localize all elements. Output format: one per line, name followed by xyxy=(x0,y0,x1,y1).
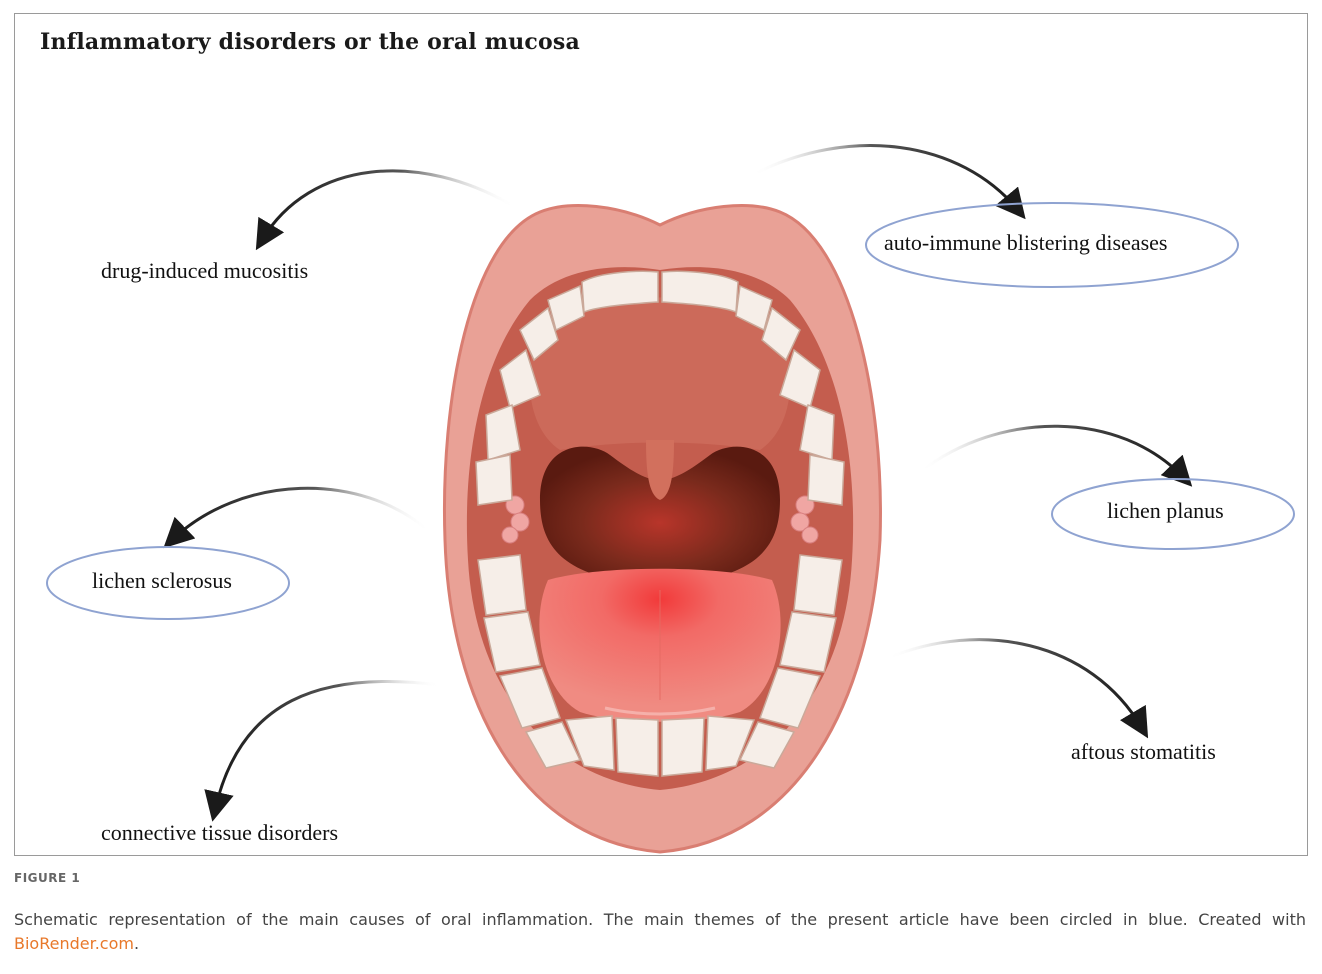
arrow-drug-induced xyxy=(262,171,515,240)
label-auto-immune-blistering-diseases: auto-immune blistering diseases xyxy=(884,230,1168,256)
label-lichen-sclerosus: lichen sclerosus xyxy=(92,568,232,594)
arrow-aftous xyxy=(888,640,1142,728)
label-lichen-planus: lichen planus xyxy=(1107,498,1224,524)
label-aftous-stomatitis: aftous stomatitis xyxy=(1071,739,1216,765)
arrow-lichen-sclerosus xyxy=(172,488,430,540)
label-drug-induced-mucositis: drug-induced mucositis xyxy=(101,258,308,284)
arrow-autoimmune xyxy=(752,146,1018,210)
arrow-lichen-planus xyxy=(920,426,1184,478)
arrow-connective xyxy=(215,681,440,810)
caption-text: Schematic representation of the main cau… xyxy=(14,910,1306,929)
caption-end: . xyxy=(134,934,139,953)
label-connective-tissue-disorders: connective tissue disorders xyxy=(101,820,338,846)
figure-number: FIGURE 1 xyxy=(14,871,80,885)
biorender-link[interactable]: BioRender.com xyxy=(14,934,134,953)
figure-caption: Schematic representation of the main cau… xyxy=(14,908,1306,956)
figure-title: Inflammatory disorders or the oral mucos… xyxy=(40,29,580,55)
